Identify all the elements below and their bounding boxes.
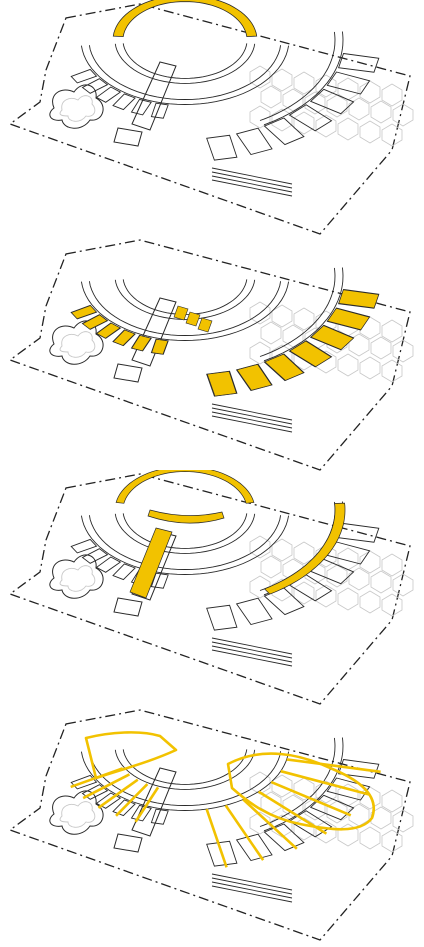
pavilion: [114, 128, 142, 146]
panel-main-circulation: [0, 470, 424, 706]
highlight-building: [152, 339, 168, 354]
highlight-green-spoke: [71, 768, 123, 787]
highlight-building: [328, 308, 370, 329]
pond-outline: [50, 85, 103, 128]
pond-inner: [60, 96, 95, 122]
site-plan-svg: [0, 236, 424, 472]
site-plan-svg: [0, 706, 424, 942]
building-unit: [97, 87, 121, 102]
building-unit: [207, 135, 237, 160]
arc-ring-1: [123, 43, 247, 78]
arc-ring-4: [81, 516, 288, 575]
highlight-green-spoke: [83, 774, 129, 798]
pond-inner: [60, 802, 95, 828]
arc-ring-4: [81, 752, 288, 811]
building-unit: [207, 605, 237, 630]
pond-outline: [50, 791, 103, 834]
building-unit: [83, 79, 108, 94]
terrace-strips: [212, 404, 292, 432]
pavilion: [114, 364, 142, 382]
building-unit: [71, 539, 96, 553]
pond-outline: [50, 321, 103, 364]
highlight-building: [339, 290, 379, 308]
site-plan-svg: [0, 470, 424, 706]
highlight-building: [174, 306, 188, 320]
landscape-texture: [250, 66, 413, 146]
building-unit: [83, 549, 108, 564]
pond-inner: [60, 566, 95, 592]
highlight-building: [207, 371, 236, 396]
terrace-strips: [212, 874, 292, 902]
building-unit: [237, 598, 272, 624]
highlight-green-spoke: [207, 809, 227, 867]
building-unit: [132, 99, 152, 115]
building-unit: [237, 128, 272, 154]
highlight-building: [198, 318, 212, 332]
arc-ring-4: [81, 46, 288, 105]
terrace-strips: [212, 638, 292, 666]
highlight-circulation: [116, 470, 345, 598]
highlight-building: [237, 364, 271, 390]
panel-green-network: [0, 706, 424, 942]
panel-central-arc-path: [0, 0, 424, 236]
pond-outline: [50, 555, 103, 598]
terrace-strips: [212, 168, 292, 196]
building-units-right: [207, 54, 379, 161]
panel-building-units: [0, 236, 424, 472]
building-unit: [290, 105, 332, 131]
site-plan-svg: [0, 0, 424, 236]
highlight-building: [97, 323, 120, 338]
pavilion: [114, 834, 142, 852]
highlight-green-spoke: [98, 780, 137, 808]
highlight-building: [83, 315, 107, 329]
building-unit: [113, 564, 135, 580]
pond-inner: [60, 332, 95, 358]
highlight-green-loop: [86, 732, 176, 778]
building-units-right: [207, 290, 379, 397]
building-unit: [113, 94, 135, 110]
highlight-axis-walk: [130, 528, 172, 598]
building-unit: [71, 69, 96, 83]
building-unit: [327, 72, 369, 94]
building-unit: [97, 557, 121, 572]
pavilion: [114, 598, 142, 616]
highlight-cross-walk: [148, 510, 224, 523]
